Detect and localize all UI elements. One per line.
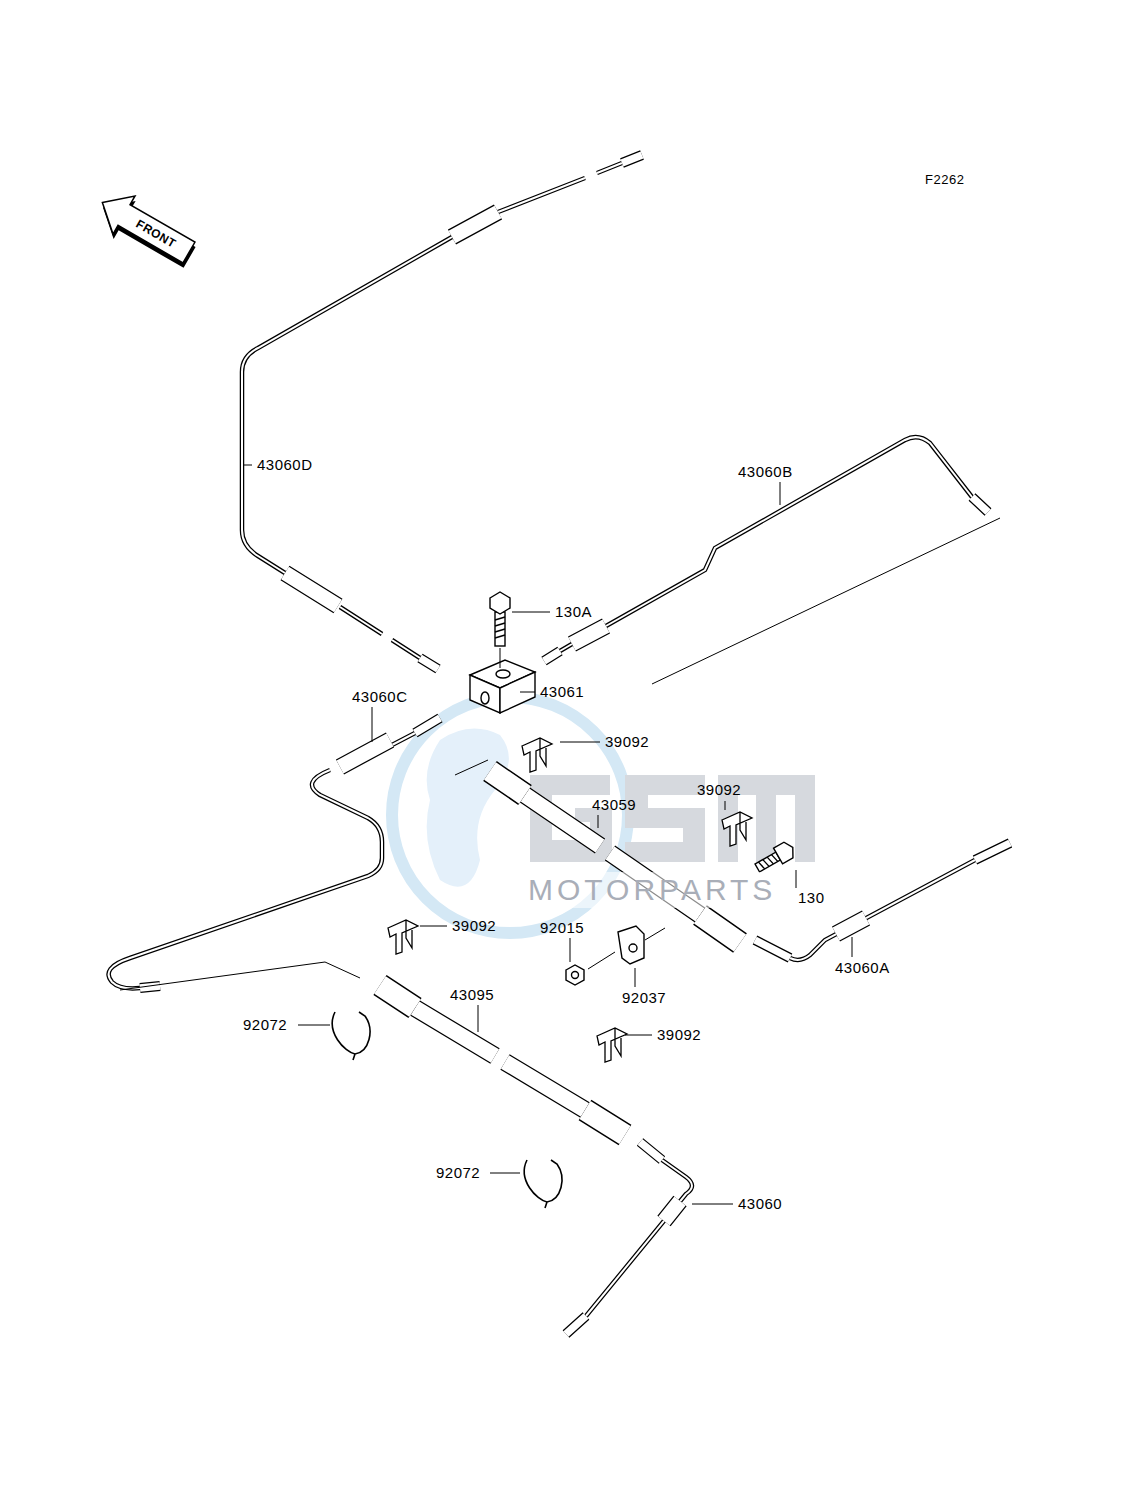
part-number: 130A	[555, 603, 592, 621]
part-number: 39092	[697, 781, 741, 799]
front-arrow	[89, 183, 202, 276]
watermark-logo	[392, 697, 815, 933]
part-number: 43060D	[257, 456, 313, 474]
leader-lines	[120, 465, 1000, 1204]
part-number: 92072	[243, 1016, 287, 1034]
part-number: 43060	[738, 1195, 782, 1213]
front-arrow-text: FRONT	[133, 217, 178, 251]
brake-pipes	[109, 155, 1010, 1334]
part-number: 39092	[657, 1026, 701, 1044]
watermark-text: MOTORPARTS	[528, 872, 776, 908]
part-number: 92015	[540, 919, 584, 937]
part-number: 39092	[605, 733, 649, 751]
part-number: 39092	[452, 917, 496, 935]
part-number: 43060C	[352, 688, 408, 706]
joint-block	[470, 660, 535, 713]
figure-code: F2262	[925, 172, 964, 188]
part-number: 43059	[592, 796, 636, 814]
part-number: 43060A	[835, 959, 890, 977]
part-number: 43061	[540, 683, 584, 701]
part-number: 92072	[436, 1164, 480, 1182]
part-number: 43095	[450, 986, 494, 1004]
part-number: 92037	[622, 989, 666, 1007]
bolt-130a	[490, 592, 510, 646]
part-number: 43060B	[738, 463, 793, 481]
part-number: 130	[798, 889, 825, 907]
clamps	[332, 1012, 562, 1208]
bolt-130	[753, 840, 798, 876]
